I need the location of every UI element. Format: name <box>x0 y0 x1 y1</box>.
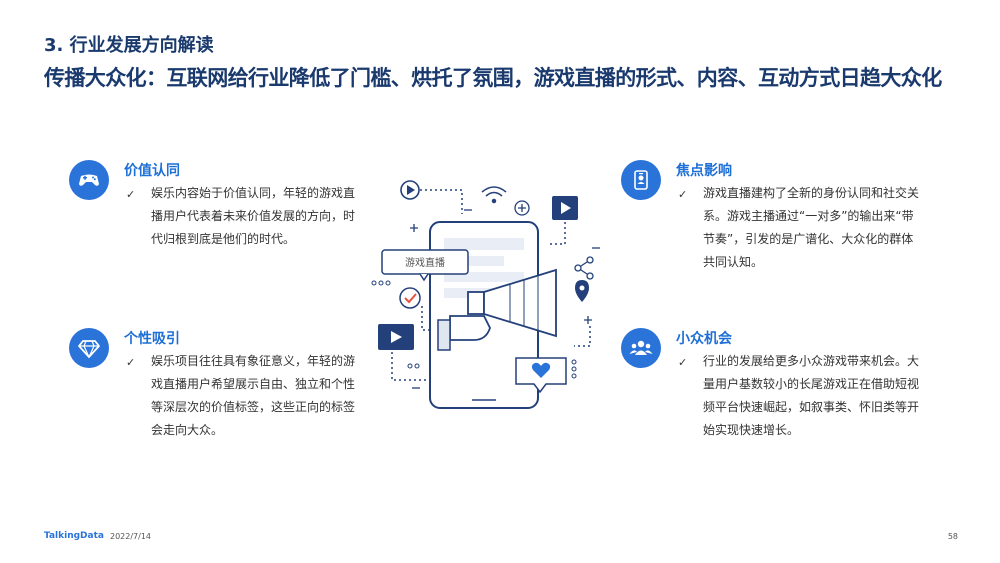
card-description: 行业的发展给更多小众游戏带来机会。大量用户基数较小的长尾游戏正在借助短视频平台快… <box>703 354 920 437</box>
gamepad-icon <box>69 160 109 200</box>
bubble-label: 游戏直播 <box>405 256 445 269</box>
wifi-icon <box>481 186 507 204</box>
video-camera-icon <box>378 324 414 350</box>
card-title: 个性吸引 <box>124 331 180 347</box>
card-description: 娱乐内容始于价值认同，年轻的游戏直播用户代表着未来价值发展的方向，时代归根到底是… <box>151 186 356 246</box>
check-icon: ✓ <box>126 188 136 201</box>
card-description: 娱乐项目往往具有象征意义，年轻的游戏直播用户希望展示自由、独立和个性等深层次的价… <box>151 354 356 437</box>
megaphone-icon <box>437 268 557 351</box>
section-title: 3. 行业发展方向解读 <box>44 35 214 56</box>
card-title: 小众机会 <box>676 331 732 347</box>
id-badge-icon <box>621 160 661 200</box>
heart-bubble-icon <box>515 357 567 394</box>
footer-date: 2022/7/14 <box>110 532 152 541</box>
group-icon <box>621 328 661 368</box>
page-number: 58 <box>947 532 958 541</box>
check-icon: ✓ <box>678 356 688 369</box>
live-streaming-illustration: 游戏直播 <box>371 180 600 409</box>
play-circle-icon <box>400 180 420 200</box>
check-circle-icon <box>399 287 421 309</box>
video-play-icon <box>552 196 578 220</box>
location-pin-icon <box>575 280 589 302</box>
diamond-icon <box>69 328 109 368</box>
share-icon <box>574 256 594 280</box>
card-title: 焦点影响 <box>676 163 732 179</box>
check-icon: ✓ <box>678 188 688 201</box>
check-icon: ✓ <box>126 356 136 369</box>
card-description: 游戏直播建构了全新的身份认同和社交关系。游戏主播通过“一对多”的输出来“带节奏”… <box>703 186 920 269</box>
page-headline: 传播大众化：互联网给行业降低了门槛、烘托了氛围，游戏直播的形式、内容、互动方式日… <box>44 66 942 90</box>
plus-circle-icon <box>514 200 530 216</box>
brand-logo: TalkingData <box>44 531 104 541</box>
card-title: 价值认同 <box>124 163 180 179</box>
